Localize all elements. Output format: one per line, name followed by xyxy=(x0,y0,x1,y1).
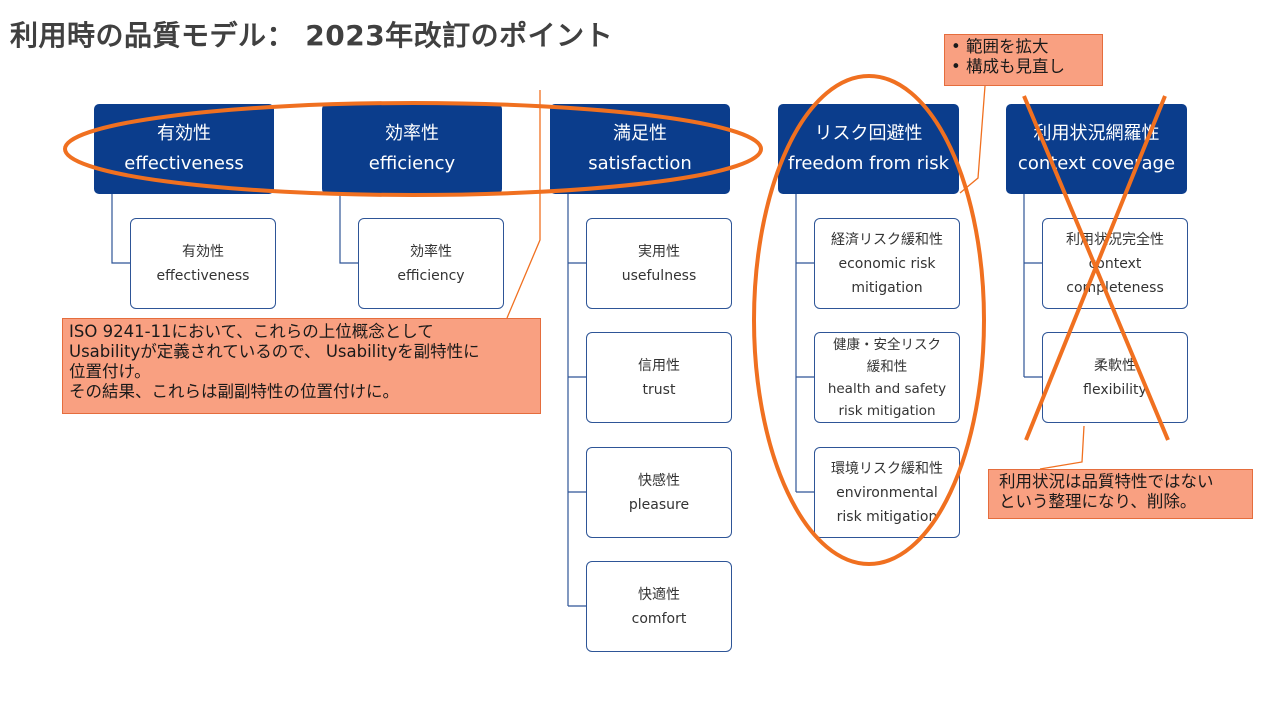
subnode-context-completeness: 利用状況完全性 context completeness xyxy=(1042,218,1188,309)
subnode-efficiency: 効率性 efficiency xyxy=(358,218,504,309)
subnode-label-en: efficiency xyxy=(397,267,465,284)
note-line: という整理になり、削除。 xyxy=(999,492,1197,511)
node-label-en: efficiency xyxy=(368,153,456,174)
subnode-usefulness: 実用性 usefulness xyxy=(586,218,732,309)
subnode-label-en: comfort xyxy=(631,610,687,627)
callout-line-context xyxy=(1039,425,1085,470)
page-title: 利用時の品質モデル： 2023年改訂のポイント xyxy=(10,19,614,52)
subnode-comfort: 快適性 comfort xyxy=(586,561,732,652)
subnode-label-en: economic risk xyxy=(838,255,936,272)
subnode-label-en: context xyxy=(1088,255,1142,272)
subnode-label-ja: 有効性 xyxy=(182,243,224,260)
callout-line-usability xyxy=(506,90,541,319)
node-label-ja: リスク回避性 xyxy=(814,123,923,144)
note-usability: ISO 9241-11において、これらの上位概念として Usabilityが定義… xyxy=(62,318,541,414)
subnode-environmental-risk-mitigation: 環境リスク緩和性 environmental risk mitigation xyxy=(814,447,960,538)
subnode-label-en-2: risk mitigation xyxy=(836,508,938,525)
note-context-removed: 利用状況は品質特性ではない という整理になり、削除。 xyxy=(988,469,1253,519)
node-label-ja: 有効性 xyxy=(157,123,211,144)
subnode-effectiveness: 有効性 effectiveness xyxy=(130,218,276,309)
node-satisfaction: 満足性 satisfaction xyxy=(550,104,730,194)
note-line: • 範囲を拡大 xyxy=(951,37,1049,56)
node-label-ja: 利用状況網羅性 xyxy=(1033,123,1160,144)
subnode-pleasure: 快感性 pleasure xyxy=(586,447,732,538)
subnode-label-en: usefulness xyxy=(621,267,697,284)
subnode-label-ja-2: 緩和性 xyxy=(866,358,908,375)
subnode-label-en: pleasure xyxy=(628,496,690,513)
subnode-label-en: environmental xyxy=(836,484,938,501)
note-line: 位置付け。 xyxy=(69,362,151,381)
node-efficiency: 効率性 efficiency xyxy=(322,104,502,194)
subnode-label-en: effectiveness xyxy=(156,267,250,284)
note-line: その結果、これらは副副特性の位置付けに。 xyxy=(69,382,399,401)
subnode-label-ja: 信用性 xyxy=(638,357,680,374)
subnode-trust: 信用性 trust xyxy=(586,332,732,423)
node-context-coverage: 利用状況網羅性 context coverage xyxy=(1006,104,1187,194)
subnode-label-ja: 経済リスク緩和性 xyxy=(831,231,943,248)
node-effectiveness: 有効性 effectiveness xyxy=(94,104,274,194)
node-freedom-from-risk: リスク回避性 freedom from risk xyxy=(778,104,959,194)
ellipse-freedom-from-risk xyxy=(752,74,986,566)
subnode-label-ja: 健康・安全リスク xyxy=(833,336,941,353)
node-label-en: satisfaction xyxy=(588,153,692,174)
subnode-label-en: flexibility xyxy=(1083,381,1147,398)
ellipse-usability-group xyxy=(63,101,763,197)
subnode-label-en: trust xyxy=(642,381,676,398)
subnode-economic-risk-mitigation: 経済リスク緩和性 economic risk mitigation xyxy=(814,218,960,309)
note-line: • 構成も見直し xyxy=(951,57,1065,76)
subnode-label-ja: 効率性 xyxy=(410,243,452,260)
node-label-en: freedom from risk xyxy=(788,153,949,174)
subnode-label-en: health and safety xyxy=(827,380,947,397)
subnode-label-en-2: risk mitigation xyxy=(838,402,936,419)
subnode-label-ja: 柔軟性 xyxy=(1094,357,1136,374)
subnode-label-ja: 快感性 xyxy=(638,472,680,489)
cross-mark-context-coverage xyxy=(1022,95,1170,441)
subnode-label-ja: 実用性 xyxy=(638,243,680,260)
note-line: ISO 9241-11において、これらの上位概念として xyxy=(69,322,434,341)
subnode-label-ja: 環境リスク緩和性 xyxy=(831,460,943,477)
subnode-label-ja: 利用状況完全性 xyxy=(1066,231,1164,248)
subnode-label-ja: 快適性 xyxy=(638,586,680,603)
subnode-flexibility: 柔軟性 flexibility xyxy=(1042,332,1188,423)
subnode-health-safety-risk-mitigation: 健康・安全リスク 緩和性 health and safety risk miti… xyxy=(814,332,960,423)
note-scope-expanded: • 範囲を拡大 • 構成も見直し xyxy=(944,34,1103,86)
note-line: Usabilityが定義されているので、 Usabilityを副特性に xyxy=(69,342,480,361)
node-label-ja: 満足性 xyxy=(613,123,667,144)
subnode-label-en-2: mitigation xyxy=(851,279,923,296)
note-line: 利用状況は品質特性ではない xyxy=(999,472,1214,491)
node-label-en: effectiveness xyxy=(124,153,244,174)
node-label-ja: 効率性 xyxy=(385,123,439,144)
